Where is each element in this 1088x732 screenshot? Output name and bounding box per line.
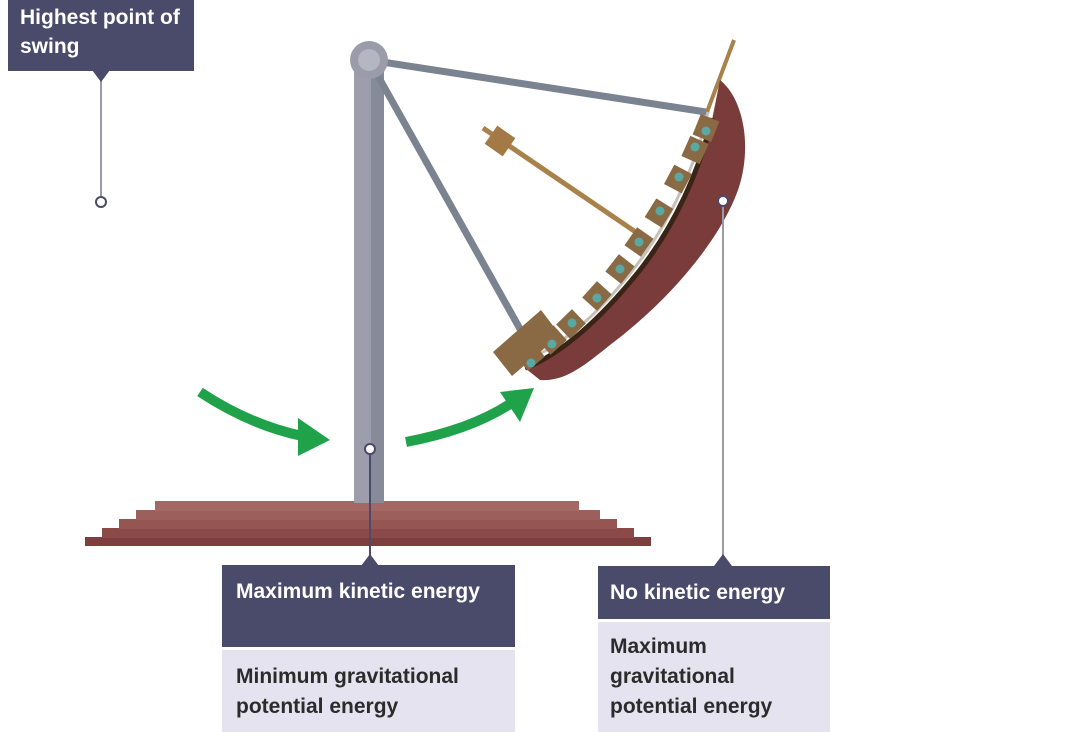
leader-highest-point	[92, 70, 110, 208]
ride-base-platform	[85, 501, 651, 546]
highest-point-label: Highest point of swing	[8, 0, 194, 71]
no-kinetic-energy-label: No kinetic energy	[598, 566, 830, 619]
support-pillar	[354, 60, 384, 503]
leader-no-kinetic	[714, 195, 732, 566]
maximum-kinetic-energy-label: Maximum kinetic energy	[222, 565, 515, 647]
leader-max-kinetic	[361, 443, 379, 566]
motion-arrow-incoming-icon	[197, 387, 330, 456]
minimum-gpe-label: Minimum gravitational potential energy	[222, 650, 515, 732]
maximum-gpe-label: Maximum gravitational potential energy	[598, 622, 830, 732]
pivot-icon	[350, 41, 388, 79]
pirate-ship	[481, 39, 746, 381]
swing-arms	[365, 56, 710, 340]
motion-arrow-outgoing-icon	[405, 388, 534, 447]
